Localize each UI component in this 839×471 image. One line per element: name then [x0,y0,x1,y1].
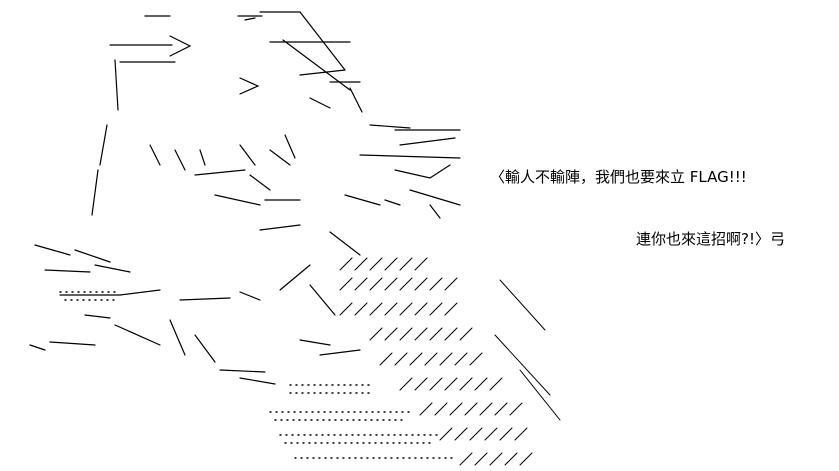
dialogue-line-2: 連你也來這招啊?!〉弓 [636,230,785,248]
dotted-fill [59,291,456,459]
body-strokes [29,124,461,385]
hatch-region [339,257,561,466]
dialogue-line-1: 〈輸人不輸陣，我們也要來立 FLAG!!! [490,168,747,186]
hat-strokes [109,11,461,159]
